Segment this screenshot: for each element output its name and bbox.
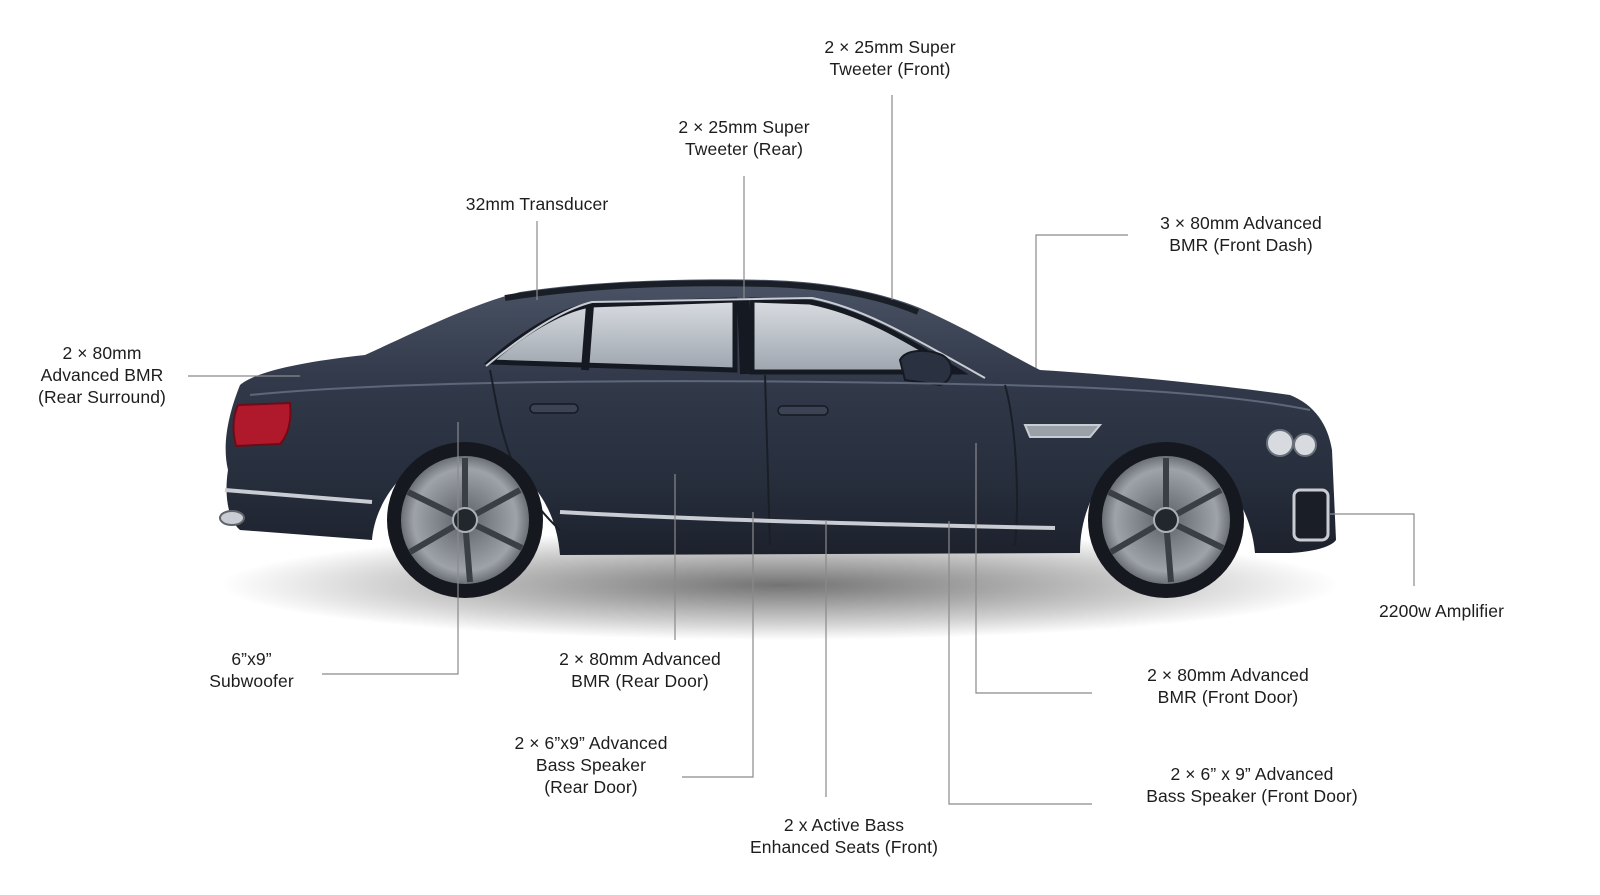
callout-rear-surround-bmr: 2 × 80mm Advanced BMR (Rear Surround) — [38, 343, 166, 407]
tail-light — [232, 401, 292, 448]
callout-transducer: 32mm Transducer — [465, 194, 609, 214]
front-wheel — [1088, 442, 1244, 598]
rear-door-handle — [529, 403, 579, 414]
callout-rear-door-bass: 2 × 6”x9” Advanced Bass Speaker (Rear Do… — [514, 733, 668, 797]
rear-quarter-pillar — [581, 304, 594, 371]
leader-amplifier — [1330, 513, 1415, 586]
front-door-handle — [777, 405, 829, 416]
headlight-inner — [1293, 433, 1317, 457]
leader-front-dash-bmr — [1035, 234, 1128, 368]
callout-subwoofer: 6”x9” Subwoofer — [209, 649, 294, 691]
side-mirror — [898, 349, 953, 387]
callout-front-dash-bmr: 3 × 80mm Advanced BMR (Front Dash) — [1160, 213, 1322, 255]
center-door-seam — [764, 374, 771, 546]
leader-lines — [188, 95, 1415, 805]
shoulder-crease — [249, 380, 1311, 411]
callout-rear-door-bmr: 2 × 80mm Advanced BMR (Rear Door) — [559, 649, 721, 691]
leader-front-door-bass — [948, 521, 1092, 805]
callout-front-door-bass: 2 × 6” x 9” Advanced Bass Speaker (Front… — [1146, 764, 1358, 806]
lower-grille — [1292, 488, 1330, 542]
headlight-outer — [1266, 429, 1294, 457]
callout-front-door-bmr: 2 × 80mm Advanced BMR (Front Door) — [1147, 665, 1309, 707]
callout-amplifier: 2200w Amplifier — [1378, 601, 1505, 621]
leader-front-door-bmr — [975, 443, 1092, 694]
leader-subwoofer — [322, 422, 459, 675]
window-chrome-trim — [485, 296, 986, 379]
b-pillar — [737, 297, 752, 375]
fender-vent — [1023, 424, 1103, 438]
exhaust-tip — [219, 510, 245, 526]
rear-wheel — [387, 442, 543, 598]
leader-rear-door-bass — [682, 512, 754, 778]
callout-rear-tweeter: 2 × 25mm Super Tweeter (Rear) — [678, 117, 810, 159]
callout-active-bass-seats: 2 x Active Bass Enhanced Seats (Front) — [750, 815, 938, 857]
lower-chrome-strip — [224, 488, 1056, 530]
roof-line — [504, 280, 920, 315]
callout-front-tweeter: 2 × 25mm Super Tweeter (Front) — [824, 37, 956, 79]
